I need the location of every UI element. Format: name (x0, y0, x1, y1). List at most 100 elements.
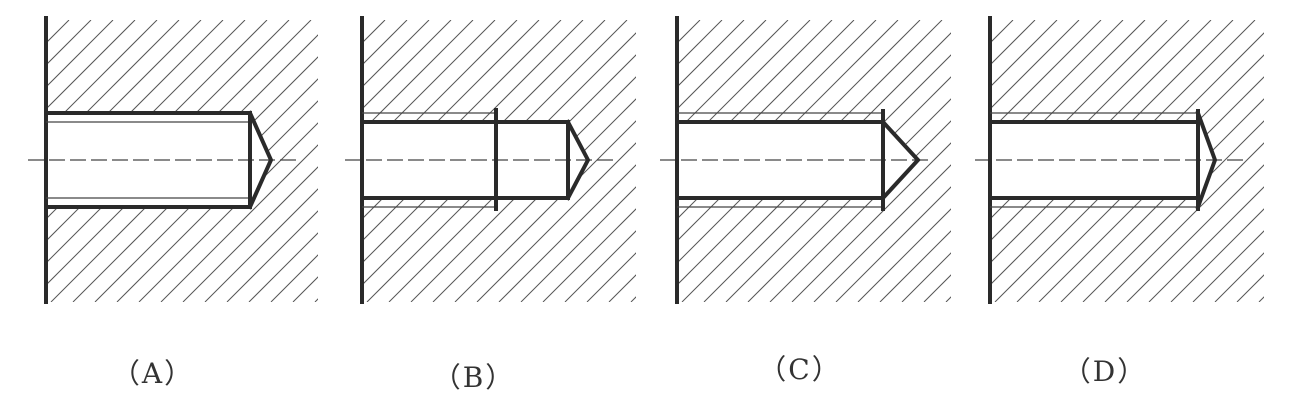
hatch-line (363, 20, 364, 302)
hatch-line (991, 20, 1102, 302)
hatch-line (1122, 20, 1297, 302)
hatch-line (138, 20, 318, 302)
hatch-line (990, 20, 1272, 302)
hatch-line (292, 20, 318, 302)
hatch-line (1210, 20, 1297, 302)
hatch-line (763, 20, 1045, 302)
hatch-line (968, 20, 1250, 302)
hatch-line (1232, 20, 1297, 302)
hatch-line (1281, 20, 1297, 302)
hatch-line (248, 20, 318, 302)
hatch-line (835, 20, 951, 302)
hatch-line (564, 20, 636, 302)
hatch-line (359, 20, 641, 302)
hatch-line (226, 20, 318, 302)
hatch-line (678, 20, 789, 302)
hatch-line (991, 20, 1124, 302)
hatch-line (314, 20, 318, 302)
hatch-line (363, 20, 474, 302)
hatch-line (579, 20, 861, 302)
hatch-line (363, 20, 496, 302)
panel-c (660, 16, 1297, 304)
hatch-line (678, 20, 767, 302)
hatch-line (991, 20, 992, 302)
hatch-line (337, 20, 619, 302)
caption-c: （C） (758, 353, 842, 386)
hatch-line (160, 20, 318, 302)
hatch-line (697, 20, 979, 302)
hatch-line (1258, 20, 1264, 302)
hatch-line (363, 20, 452, 302)
hatch-line (1214, 20, 1264, 302)
hatch-line (47, 20, 70, 302)
hatch-line (1104, 20, 1264, 302)
hatch-line (1188, 20, 1297, 302)
hatch-line (469, 20, 751, 302)
hatch-line (923, 20, 951, 302)
hatch-line (678, 20, 701, 302)
hatch-line (678, 20, 745, 302)
hatch-line (829, 20, 1111, 302)
hatch-line (1192, 20, 1264, 302)
hatch-line (1082, 20, 1264, 302)
hatch-line (476, 20, 636, 302)
hatch-line (879, 20, 951, 302)
caption-d: （D） (1062, 355, 1148, 388)
hatch-line (1148, 20, 1264, 302)
hatch-line (363, 20, 430, 302)
hatch-line (785, 20, 1067, 302)
panel-d-hatching (991, 20, 1297, 302)
caption-a: （A） (111, 357, 195, 390)
hatch-line (520, 20, 636, 302)
hatch-line (678, 20, 679, 302)
hatch-line (678, 20, 811, 302)
hatch-line (363, 20, 386, 302)
hatch-line (204, 20, 318, 302)
panel-c-drill-point (880, 119, 921, 201)
hatch-line (47, 20, 224, 302)
hatch-line (1126, 20, 1264, 302)
hatch-line (1166, 20, 1297, 302)
hatch-line (47, 20, 48, 302)
hatch-line (47, 20, 158, 302)
hatch-line (857, 20, 951, 302)
hatch-line (991, 20, 1080, 302)
hatch-line (47, 20, 268, 302)
hatch-line (807, 20, 1089, 302)
hatch-line (653, 20, 935, 302)
hatch-line (513, 20, 795, 302)
hatch-line (608, 20, 636, 302)
hatch-line (586, 20, 636, 302)
hatch-line (1144, 20, 1297, 302)
hatch-line (991, 20, 1058, 302)
hatch-line (791, 20, 951, 302)
panel-b-drill-point (565, 119, 591, 201)
hatch-line (557, 20, 839, 302)
panel-a (28, 16, 861, 304)
caption-b: （B） (432, 361, 516, 394)
hatch-line (403, 20, 685, 302)
hatch-line (630, 20, 636, 302)
panel-d-drill-point (1195, 110, 1218, 210)
hatch-line (1078, 20, 1297, 302)
hatch-line (47, 20, 136, 302)
panel-c-hatching (678, 20, 1297, 302)
hatch-line (47, 20, 202, 302)
hatch-line (719, 20, 1001, 302)
hatch-line (1056, 20, 1297, 302)
hatch-line (542, 20, 636, 302)
hatch-line (47, 20, 180, 302)
hatch-line (498, 20, 636, 302)
hatch-line (1060, 20, 1264, 302)
hatch-line (381, 20, 663, 302)
hatch-line (991, 20, 1014, 302)
hatch-line (1012, 20, 1294, 302)
hatch-line (901, 20, 951, 302)
panel-a-drill-point (247, 110, 274, 210)
hatch-line (182, 20, 318, 302)
hatch-line (47, 20, 246, 302)
hatch-line (1170, 20, 1264, 302)
hatch-line (491, 20, 773, 302)
